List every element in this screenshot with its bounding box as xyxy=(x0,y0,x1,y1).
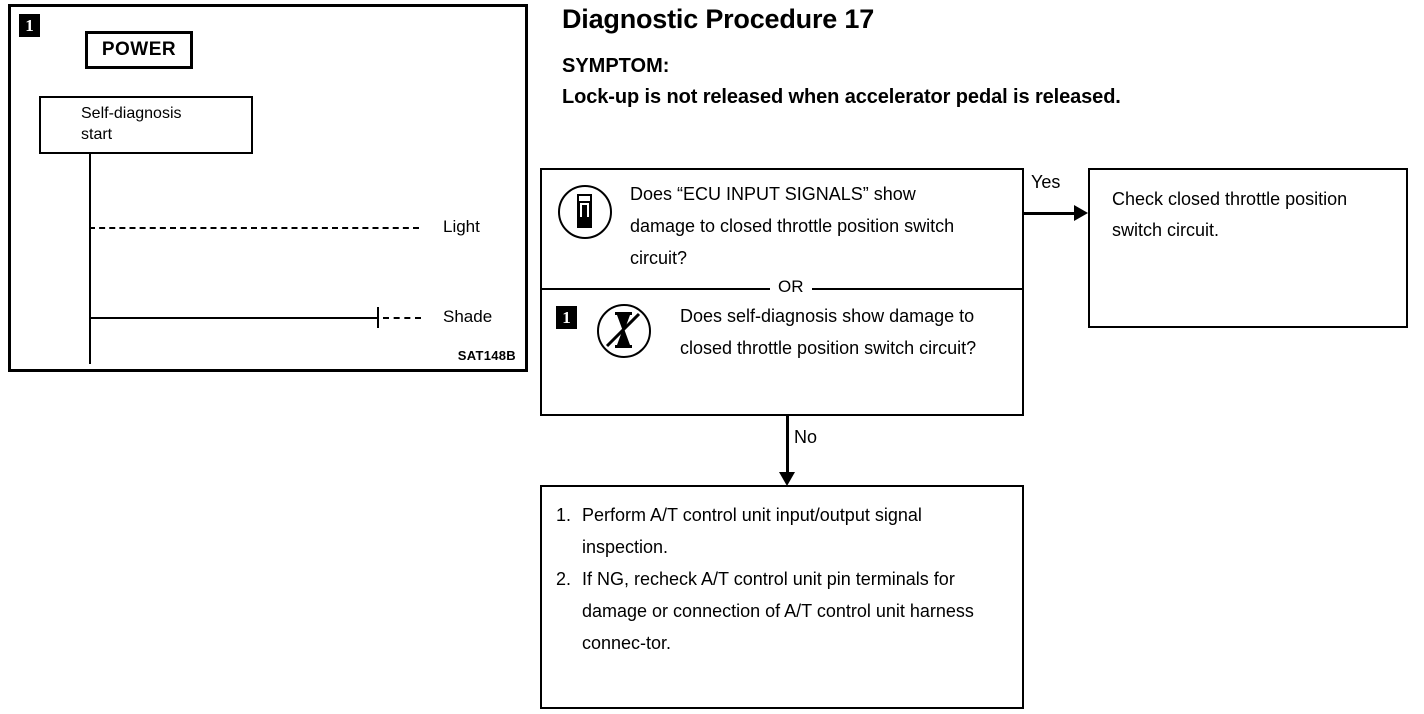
shade-trace-end-tick xyxy=(377,307,379,328)
result-box: Check closed throttle position switch ci… xyxy=(1088,168,1408,328)
step-number-badge: 1 xyxy=(19,14,40,37)
action-box: 1. Perform A/T control unit input/output… xyxy=(540,485,1024,709)
self-diagnosis-line-2: start xyxy=(81,126,113,144)
decision-option-consult: Does “ECU INPUT SIGNALS” show damage to … xyxy=(542,170,1022,288)
action-number: 2. xyxy=(556,569,572,590)
shade-trace-line xyxy=(89,317,379,319)
self-diagnosis-line-1: Self-diagnosis xyxy=(81,105,182,122)
consult-tool-icon xyxy=(558,185,612,239)
yes-branch-label: Yes xyxy=(1031,172,1061,192)
action-number: 1. xyxy=(556,505,572,525)
decision-question-1: Does “ECU INPUT SIGNALS” show damage to … xyxy=(630,184,955,269)
result-text: Check closed throttle position switch ci… xyxy=(1112,189,1348,240)
symptom-text: Lock-up is not released when accelerator… xyxy=(562,86,1121,108)
no-arrow-head xyxy=(779,472,795,486)
yes-connector-line xyxy=(1024,212,1076,215)
no-branch-label: No xyxy=(794,427,818,447)
action-text: If NG, recheck A/T control unit pin term… xyxy=(582,569,974,654)
decision-question-2: Does self-diagnosis show damage to close… xyxy=(680,306,977,359)
action-text: Perform A/T control unit input/output si… xyxy=(582,505,922,558)
shade-trace-label: Shade xyxy=(443,307,493,326)
step-number-badge-2: 1 xyxy=(556,306,577,329)
light-trace-line xyxy=(89,227,419,229)
figure-code: SAT148B xyxy=(457,348,516,363)
decision-box: Does “ECU INPUT SIGNALS” show damage to … xyxy=(540,168,1024,416)
power-label-box: POWER xyxy=(85,31,193,69)
page-title: Diagnostic Procedure 17 xyxy=(562,4,875,34)
action-list-item: 1. Perform A/T control unit input/output… xyxy=(556,499,1012,563)
illustration-panel: 1 POWER Self-diagnosis start Light Shade… xyxy=(8,4,528,372)
action-list-item: 2. If NG, recheck A/T control unit pin t… xyxy=(556,563,1012,659)
timing-chart-stem xyxy=(89,154,91,364)
symptom-label: SYMPTOM: xyxy=(562,55,670,77)
light-trace-label: Light xyxy=(443,217,480,236)
decision-option-self-diagnosis: 1 Does self-diagnosis show damage to clo… xyxy=(542,290,1022,414)
yes-arrow-head xyxy=(1074,205,1088,221)
self-diagnosis-start-box: Self-diagnosis start xyxy=(39,96,253,154)
no-connector-line xyxy=(786,416,789,478)
shade-trace-dashes xyxy=(383,317,421,319)
or-label: OR xyxy=(770,277,812,297)
no-consult-hourglass-icon xyxy=(597,304,651,358)
